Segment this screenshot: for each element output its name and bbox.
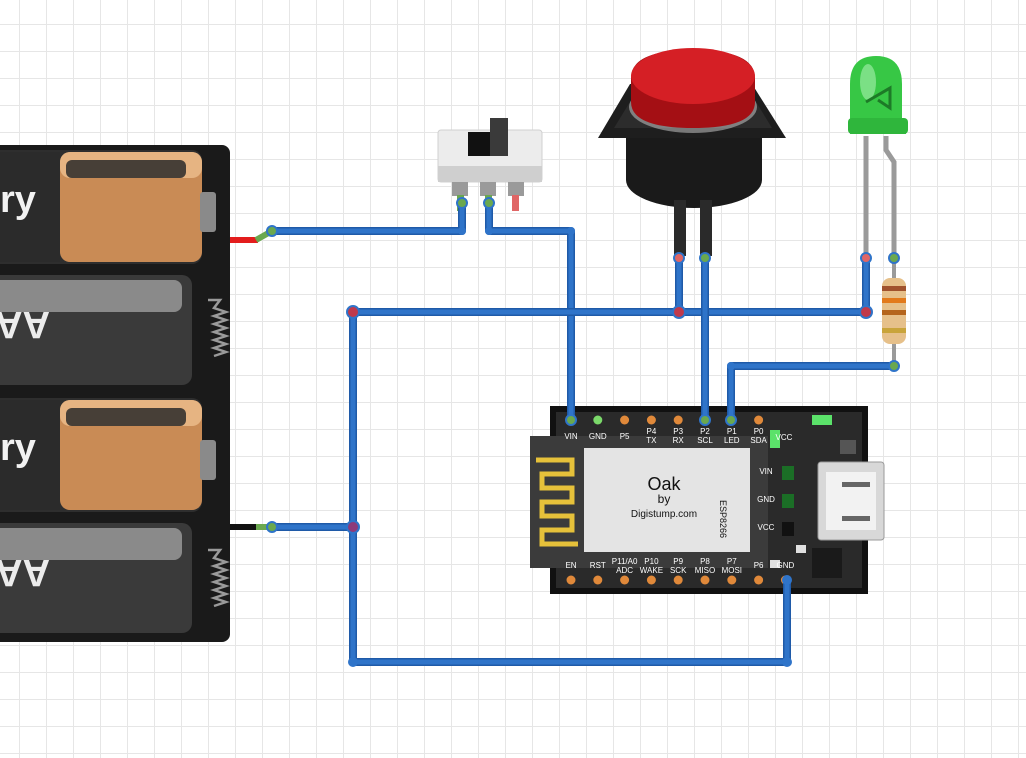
battery-cell-4: AAA B: [0, 523, 192, 633]
bottom-pin-label-1: RST: [590, 561, 606, 570]
top-pin-2: [620, 415, 630, 425]
bottom-pin-6: [727, 575, 737, 585]
bottom-pin-1: [593, 575, 603, 585]
green-led: [848, 56, 908, 258]
wire-endpoints: [266, 197, 900, 667]
top-pin-sublabel-4: RX: [673, 436, 685, 445]
bottom-pin-label-5: P8: [700, 557, 710, 566]
top-pin-1: [593, 415, 603, 425]
top-pin-sublabel-0: VIN: [564, 432, 578, 441]
bottom-pin-sublabel-3: WAKE: [640, 566, 663, 575]
push-button: [598, 48, 786, 256]
bottom-pin-sublabel-5: MISO: [695, 566, 715, 575]
bottom-pin-sublabel-4: SCK: [670, 566, 687, 575]
bottom-pin-7: [754, 575, 764, 585]
bottom-pin-5: [700, 575, 710, 585]
oak-board: Oak by Digistump.com ESP8266 VIN GND P5 P4T…: [530, 406, 885, 594]
bottom-pin-0: [566, 575, 576, 585]
top-pin-sublabel-1: GND: [589, 432, 607, 441]
bottom-pin-label-8: GND: [777, 561, 795, 570]
side-pin-label-1: GND: [757, 495, 775, 504]
side-pin-label-0: VIN: [759, 467, 773, 476]
bottom-pin-label-6: P7: [727, 557, 737, 566]
board-chip: ESP8266: [718, 500, 728, 538]
top-pin-label-4: P3: [673, 427, 683, 436]
side-pin-label-2: VCC: [758, 523, 775, 532]
top-pin-label-7: P0: [754, 427, 764, 436]
bottom-pin-label-2: P11/A0: [612, 557, 638, 566]
top-pin-sublabel-6: LED: [724, 436, 740, 445]
battery-cell-3-label: ry: [0, 427, 36, 469]
board-title: Oak: [647, 474, 681, 494]
bottom-pin-label-3: P10: [644, 557, 659, 566]
bottom-pin-sublabel-2: ADC: [616, 566, 633, 575]
battery-cell-1-label: ry: [0, 179, 36, 221]
battery-cell-3: ry: [0, 398, 216, 512]
battery-cell-1: ry: [0, 150, 216, 264]
top-pin-label-5: P2: [700, 427, 710, 436]
top-pin-sublabel-3: TX: [646, 436, 657, 445]
top-pin-label-6: P1: [727, 427, 737, 436]
battery-pack: ry AAA B ry AAA B: [0, 145, 274, 642]
bottom-pin-2: [620, 575, 630, 585]
battery-cell-2-label: AAA B: [0, 303, 50, 345]
side-pin-labels: VIN GND VCC: [757, 467, 775, 532]
top-pin-sublabel-7: SDA: [750, 436, 767, 445]
bottom-pin-label-7: P6: [754, 561, 764, 570]
board-maker: Digistump.com: [631, 509, 697, 520]
resistor: [882, 258, 906, 366]
vcc-label: VCC: [776, 433, 793, 442]
top-pin-3: [646, 415, 656, 425]
slide-switch: [437, 118, 543, 211]
top-pin-sublabel-2: P5: [620, 432, 630, 441]
bottom-pin-sublabel-6: MOSI: [722, 566, 742, 575]
top-pin-label-3: P4: [647, 427, 657, 436]
board-by: by: [658, 492, 671, 506]
bottom-pin-4: [673, 575, 683, 585]
top-pin-sublabel-5: SCL: [697, 436, 713, 445]
top-pin-4: [673, 415, 683, 425]
bottom-pin-label-4: P9: [673, 557, 683, 566]
bottom-pin-3: [646, 575, 656, 585]
battery-cell-4-label: AAA B: [0, 551, 50, 593]
bottom-pin-label-0: EN: [565, 561, 576, 570]
battery-cell-2: AAA B: [0, 275, 192, 385]
top-pin-7: [754, 415, 764, 425]
